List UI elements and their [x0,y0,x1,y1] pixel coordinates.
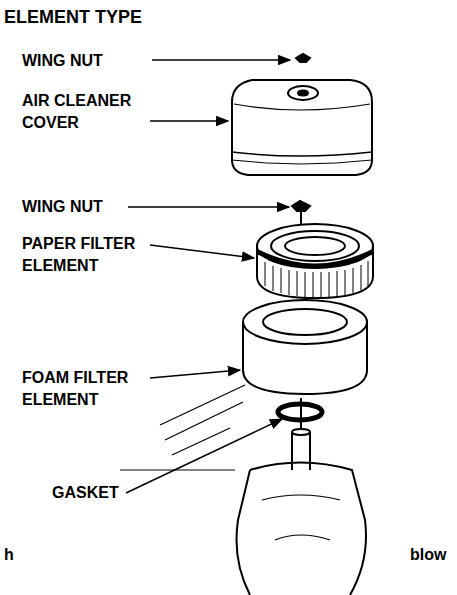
part-label: WING NUT [22,196,103,218]
part-label: PAPER FILTER ELEMENT [22,233,152,277]
part-label: FOAM FILTER ELEMENT [22,367,152,411]
part-label: AIR CLEANER COVER [22,90,157,134]
part-label: WING NUT [22,50,103,72]
diagram-title: ELEMENT TYPE [4,6,142,28]
part-label: GASKET [52,482,119,504]
part-label: h [4,544,14,566]
part-label: blow [410,544,446,566]
